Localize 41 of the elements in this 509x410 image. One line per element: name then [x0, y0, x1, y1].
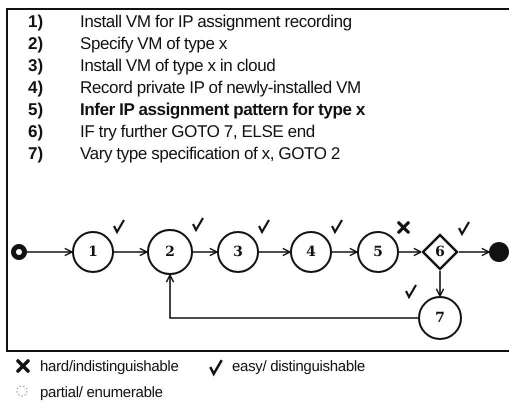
step-circle: [217, 231, 259, 273]
step-circle: [290, 231, 332, 273]
arrow: [27, 248, 73, 256]
step-circle: [72, 231, 114, 273]
legend-text: easy/ distinguishable: [232, 358, 365, 375]
step-number: 3): [28, 56, 44, 76]
step-number: 6): [28, 122, 44, 142]
arrow: [436, 271, 444, 297]
step-number: 4: [306, 244, 316, 260]
step-text: Infer IP assignment pattern for type x: [80, 100, 365, 120]
arrow: [399, 248, 422, 256]
step-number: 6: [435, 244, 445, 260]
step-text: Specify VM of type x: [80, 34, 227, 54]
start-node: [11, 244, 27, 260]
step-text: IF try further GOTO 7, ELSE end: [80, 122, 315, 142]
end-node: [489, 242, 509, 262]
arrow: [259, 248, 291, 256]
arrow: [166, 274, 418, 319]
step-text: Vary type specification of x, GOTO 2: [80, 144, 340, 164]
arrow: [114, 248, 148, 256]
step-circle: [357, 231, 399, 273]
step-number: 4): [28, 78, 44, 98]
step-number: 5: [373, 244, 383, 260]
arrow: [193, 248, 218, 256]
step-number: 3: [233, 244, 243, 260]
step-number: 7: [435, 310, 445, 326]
step-number: 2: [165, 244, 175, 260]
step-number: 1): [28, 12, 44, 32]
step-text: Install VM for IP assignment recording: [80, 12, 352, 32]
arrow: [332, 248, 358, 256]
legend-text: hard/indistinguishable: [40, 358, 179, 375]
step-number: 1: [88, 244, 98, 260]
step-text: Install VM of type x in cloud: [80, 56, 276, 76]
step-text: Record private IP of newly-installed VM: [80, 78, 361, 98]
step-number: 5): [28, 100, 44, 120]
legend-text: partial/ enumerable: [40, 384, 163, 401]
arrow: [459, 248, 490, 256]
step-number: 2): [28, 34, 44, 54]
step-number: 7): [28, 144, 44, 164]
step-circle: [147, 229, 193, 275]
step-circle: [418, 296, 462, 340]
